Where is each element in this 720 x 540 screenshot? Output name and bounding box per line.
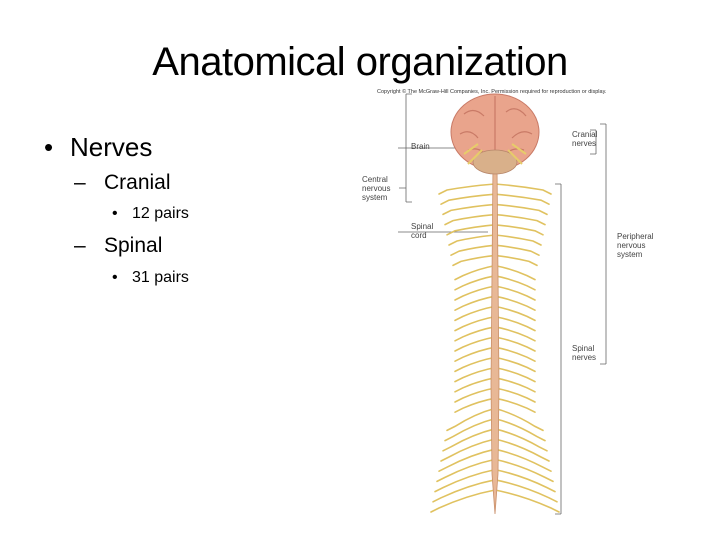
bullet-marker: • xyxy=(112,269,118,286)
bullet-cranial: –Cranial xyxy=(74,171,171,195)
label-cranial-nerves: Cranial nerves xyxy=(572,130,598,148)
spinal-nerve-branch xyxy=(494,489,560,513)
label-central-nervous-system: Central nervous system xyxy=(362,175,391,202)
bullet-cranial-pairs-text: 12 pairs xyxy=(132,205,189,222)
brain xyxy=(450,93,540,175)
spinal-nerve-branch xyxy=(494,183,552,195)
bullet-cranial-pairs: • 12 pairs xyxy=(112,205,189,223)
bullet-list: •Nerves –Cranial •12 pairs –Spinal •31 p… xyxy=(44,132,189,287)
bullet-nerves-text: Nerves xyxy=(70,132,153,162)
spinal-nerve-branch xyxy=(494,254,538,267)
spinal-nerve-branch xyxy=(452,254,496,267)
bullet-nerves: • Nerves xyxy=(44,132,152,163)
spinal-nerve-branch xyxy=(438,183,496,195)
figure-copyright: Copyright © The McGraw-Hill Companies, I… xyxy=(377,89,607,95)
spinal-nerve-branch xyxy=(494,417,546,442)
spinal-nerve-branch xyxy=(438,448,496,472)
spinal-cord xyxy=(490,163,500,515)
spinal-nerve-branch xyxy=(494,448,552,472)
bullet-spinal: –Spinal xyxy=(74,234,162,258)
spinal-nerve-branch xyxy=(444,213,496,226)
spinal-nerve-branch xyxy=(444,417,496,442)
spinal-nerve-branch xyxy=(494,407,544,432)
spinal-nerve-branch xyxy=(450,244,496,256)
spinal-nerve-branch xyxy=(432,479,496,503)
spinal-nerve-branch xyxy=(446,407,496,432)
nervous-system-diagram xyxy=(398,93,607,515)
spinal-nerve-branch xyxy=(494,234,542,246)
bullet-marker: • xyxy=(44,132,54,162)
spinal-nerve-branch xyxy=(448,234,496,246)
dash-marker: – xyxy=(74,171,86,194)
spinal-nerve-branch xyxy=(440,438,496,462)
spinal-nerve-branch xyxy=(494,468,556,493)
spinal-nerve-branch xyxy=(430,489,496,513)
spinal-nerve-branch xyxy=(440,193,496,205)
bullet-marker: • xyxy=(112,205,118,222)
spinal-nerve-branch xyxy=(454,264,496,281)
label-peripheral-nervous-system: Peripheral nervous system xyxy=(617,232,654,259)
bullet-cranial-text: Cranial xyxy=(104,171,171,194)
spinal-nerve-branch xyxy=(494,213,546,226)
label-brackets xyxy=(398,93,607,515)
spinal-nerve-branch xyxy=(446,224,496,236)
label-spinal-cord: Spinal cord xyxy=(411,222,434,240)
label-brain: Brain xyxy=(411,142,430,151)
dash-marker: – xyxy=(74,234,86,257)
spinal-nerve-branch xyxy=(494,203,548,216)
label-spinal-nerves: Spinal nerves xyxy=(572,344,597,362)
bullet-spinal-text: Spinal xyxy=(104,234,163,257)
spinal-nerve-branch xyxy=(494,458,554,483)
spinal-nerve-branch xyxy=(442,203,496,216)
spinal-nerve-branch xyxy=(494,479,558,503)
spinal-nerve-branch xyxy=(434,468,496,493)
spinal-nerve-branch xyxy=(436,458,496,483)
spinal-nerve-branch xyxy=(494,224,544,236)
spinal-nerve-branch xyxy=(494,193,550,205)
spinal-nerve-branch xyxy=(494,438,550,462)
spinal-nerve-branch xyxy=(494,428,548,452)
spinal-nerve-branch xyxy=(494,264,536,281)
spinal-nerve-branch xyxy=(442,428,496,452)
slide-title: Anatomical organization xyxy=(152,40,568,84)
spinal-nerve-branch xyxy=(494,244,540,256)
bullet-spinal-pairs: • 31 pairs xyxy=(112,269,189,287)
bullet-spinal-pairs-text: 31 pairs xyxy=(132,269,189,286)
